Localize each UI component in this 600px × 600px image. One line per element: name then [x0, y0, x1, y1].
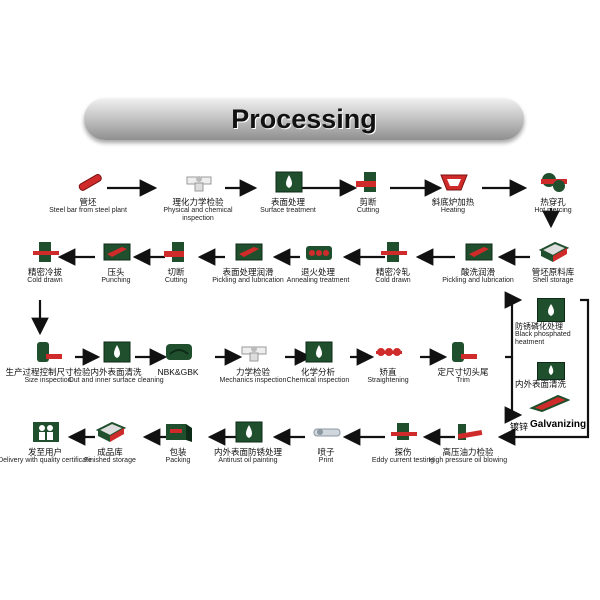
step-label-zh: 表面处理 — [270, 197, 305, 207]
mill-icon — [34, 340, 64, 364]
storage-icon — [95, 420, 127, 444]
step-label-zh: 成品库 — [97, 447, 123, 457]
step-label-en: Eddy current testing — [371, 457, 435, 464]
pack-icon — [164, 420, 194, 444]
cutter-icon — [162, 240, 192, 264]
step-label-zh: 精密冷拔 — [27, 267, 62, 277]
drop-icon — [234, 420, 264, 444]
storage-icon — [538, 240, 570, 264]
step-label-en: Out and inner surface cleaning — [68, 377, 164, 384]
step-label-en: Pickling and lubrication — [442, 277, 514, 284]
piercing-icon — [539, 170, 569, 194]
step-label-zh: 切断 — [167, 267, 185, 277]
step-label-zh: 理化力学检验 — [172, 197, 224, 207]
step-label-zh: 力学检验 — [235, 367, 270, 377]
step-label-en: Mechanics inspection — [219, 377, 287, 384]
step-label-en: Hot piercing — [534, 207, 572, 214]
mill-icon — [449, 340, 479, 364]
drop-icon — [274, 170, 304, 194]
blow-icon — [454, 420, 484, 444]
step-label-zh: 高压油力检验 — [442, 447, 494, 457]
print-icon — [312, 420, 342, 444]
clean-icon — [537, 362, 565, 380]
step-label-zh: 压头 — [107, 267, 125, 277]
step-label-en: Pickling and lubrication — [212, 277, 284, 284]
galvanizing-tray-icon — [528, 394, 571, 413]
step-label-en: Shell storage — [532, 277, 574, 284]
tank-icon — [464, 240, 494, 264]
step-label-zh: 喷子 — [317, 447, 335, 457]
tank-icon — [102, 240, 132, 264]
step-label-en: Steel bar from steel plant — [49, 207, 127, 214]
step-label-en: Finished storage — [84, 457, 136, 464]
galvanizing-zh: 镀锌 — [510, 422, 529, 432]
step-label-zh: 斜底炉加热 — [431, 197, 475, 207]
test-icon — [184, 170, 214, 194]
step-label-en: Cutting — [356, 207, 380, 214]
step-label-zh: 剪断 — [359, 197, 377, 207]
nbk-icon — [164, 340, 194, 364]
bar-icon — [74, 170, 104, 194]
galvanizing-en: Galvanizing — [530, 419, 587, 430]
press-icon — [379, 240, 409, 264]
eddy-icon — [389, 420, 419, 444]
step-label-zh: 管坯原料库 — [531, 267, 575, 277]
step-label-zh: 定尺寸切头尾 — [437, 367, 489, 377]
people-icon — [31, 420, 61, 444]
step-label-zh: 包装 — [169, 447, 187, 457]
step-label-en: Chemical inspection — [286, 377, 350, 384]
step-label-zh: 探伤 — [394, 447, 412, 457]
step-label-zh: 退火处理 — [300, 267, 335, 277]
step-label-en: Physical and chemical inspection — [163, 207, 233, 222]
step-label-en: Cold drawn — [375, 277, 411, 284]
step-label-en: Antirust oil painting — [218, 457, 278, 464]
step-label-zh: 表面处理润滑 — [222, 267, 274, 277]
step-label-zh: 精密冷轧 — [375, 267, 410, 277]
tank-icon — [234, 240, 264, 264]
furnace-icon — [439, 170, 469, 194]
phosphating-block: 防锈磷化处理 Black phosphated heatment — [515, 298, 595, 360]
step-label-zh: 矫直 — [379, 367, 397, 377]
anneal-icon — [304, 240, 334, 264]
step-label-en: Annealing treatment — [286, 277, 350, 284]
step-label-zh: 化学分析 — [300, 367, 335, 377]
step-label-zh: 酸洗润滑 — [460, 267, 495, 277]
step-label-en: Print — [318, 457, 334, 464]
step-label-en: Trim — [456, 377, 470, 384]
step-label-en: High pressure oil blowing — [428, 457, 508, 464]
press-icon — [31, 240, 61, 264]
step-label-en: Surface treatment — [260, 207, 316, 214]
step-label-zh: 内外表面防锈处理 — [213, 447, 282, 457]
drop-icon — [304, 340, 334, 364]
clean-zh: 内外表面清洗 — [515, 379, 567, 389]
step-label-en: Punching — [101, 277, 131, 284]
phosphating-en: Black phosphated heatment — [515, 331, 571, 346]
step-label-en: Cutting — [164, 277, 188, 284]
clean-block: 内外表面清洗 — [515, 362, 595, 392]
galvanizing-block: 镀锌 Galvanizing — [508, 390, 600, 435]
step-label-zh: 生产过程控制尺寸检验 — [5, 367, 91, 377]
phosphating-zh: 防锈磷化处理 — [515, 322, 563, 331]
step-label-en: Delivery with quality certificate — [0, 457, 92, 464]
step-label-en: Heating — [440, 207, 466, 214]
rollers-icon — [374, 340, 404, 364]
step-label-zh: 管坯 — [79, 197, 97, 207]
step-label-zh: 热穿孔 — [540, 197, 566, 207]
step-label-en: Packing — [165, 457, 191, 464]
cutter-icon — [354, 170, 384, 194]
phosphating-icon — [537, 298, 565, 322]
step-label-en: Straightening — [367, 377, 409, 384]
title-banner: Processing — [84, 98, 524, 140]
page-title: Processing — [231, 104, 377, 134]
step-label-en: Size inspection — [24, 377, 72, 384]
test-icon — [239, 340, 269, 364]
drop-icon — [102, 340, 132, 364]
step-label-en: Cold drawn — [27, 277, 63, 284]
step-label-zh: NBK&GBK — [157, 367, 199, 377]
step-label-zh: 内外表面清洗 — [90, 367, 142, 377]
step-label-zh: 发至用户 — [27, 447, 62, 457]
